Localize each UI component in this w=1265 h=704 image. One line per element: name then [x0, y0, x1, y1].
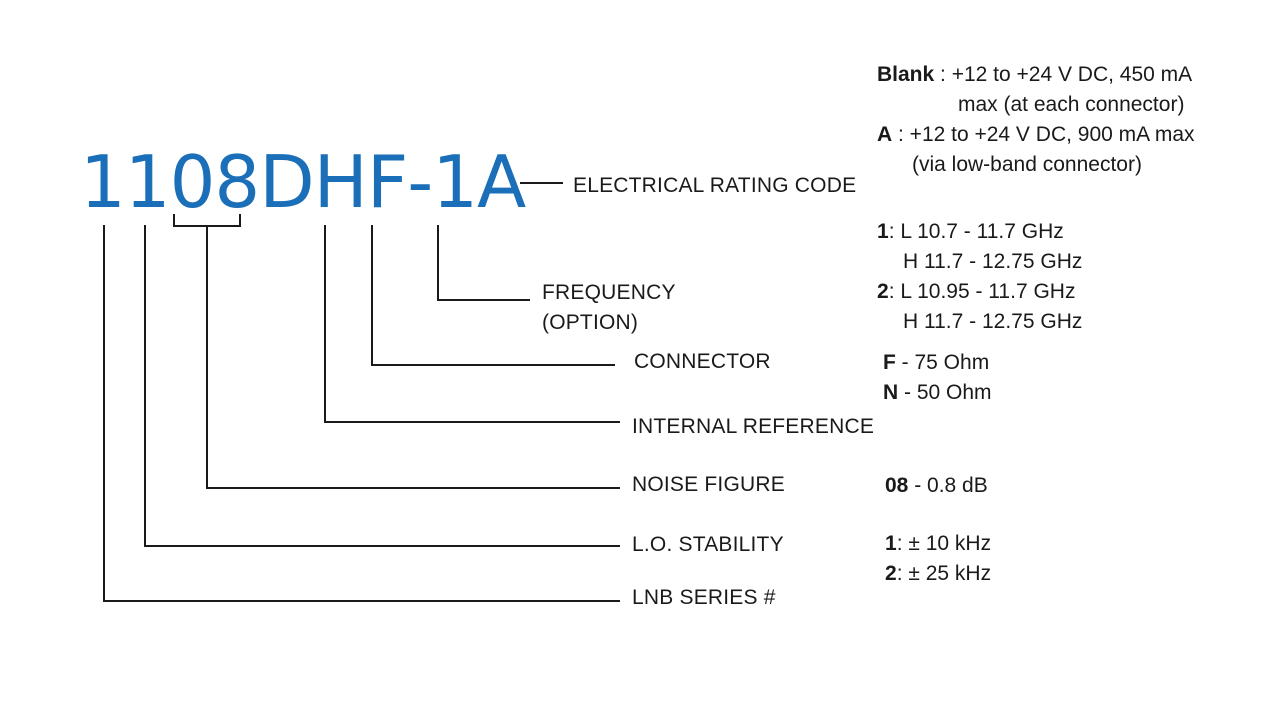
frequency-opt2-code: 2	[877, 280, 889, 303]
label-electrical-rating-code: ELECTRICAL RATING CODE	[573, 174, 857, 197]
frequency-opt1-line1: : L 10.7 - 11.7 GHz	[888, 220, 1064, 243]
line-lnb-series	[103, 225, 620, 602]
part-number: 1108DHF-1A	[80, 140, 526, 224]
lo-stability-opt1-text: : ± 10 kHz	[896, 532, 992, 555]
line-frequency	[437, 225, 530, 301]
line-noise-figure	[206, 226, 620, 489]
label-lnb-series: LNB SERIES #	[632, 586, 776, 609]
label-frequency-line2: (OPTION)	[542, 311, 639, 334]
frequency-opt1-line2: H 11.7 - 12.75 GHz	[903, 250, 1083, 273]
electrical-blank-line1: : +12 to +24 V DC, 450 mA	[934, 63, 1193, 86]
label-internal-reference: INTERNAL REFERENCE	[632, 415, 875, 438]
line-internal-reference	[324, 225, 620, 423]
electrical-a-code: A	[877, 123, 893, 146]
electrical-a-line1: : +12 to +24 V DC, 900 mA max	[892, 123, 1195, 146]
connector-f-text: - 75 Ohm	[895, 351, 990, 374]
label-connector: CONNECTOR	[634, 350, 771, 373]
label-frequency: FREQUENCY (OPTION)	[542, 278, 676, 338]
connector-n-text: - 50 Ohm	[898, 381, 992, 404]
frequency-opt1-code: 1	[877, 220, 889, 243]
connector-f-code: F	[883, 351, 896, 374]
electrical-a-line2: (via low-band connector)	[912, 153, 1142, 176]
electrical-blank-line2: max (at each connector)	[958, 93, 1185, 116]
frequency-opt2-line2: H 11.7 - 12.75 GHz	[903, 310, 1083, 333]
frequency-opt2-line1: : L 10.95 - 11.7 GHz	[888, 280, 1076, 303]
line-connector	[371, 225, 615, 366]
label-lo-stability: L.O. STABILITY	[632, 533, 784, 556]
lo-stability-opt1-code: 1	[885, 532, 897, 555]
lo-stability-opt2-code: 2	[885, 562, 897, 585]
connector-n-code: N	[883, 381, 899, 404]
options-lo-stability: 1: ± 10 kHz 2: ± 25 kHz	[885, 529, 991, 589]
noise-figure-text: - 0.8 dB	[908, 474, 988, 497]
electrical-blank-code: Blank	[877, 63, 935, 86]
options-electrical-rating: Blank : +12 to +24 V DC, 450 mA max (at …	[877, 60, 1195, 180]
line-lo-stability	[144, 225, 620, 547]
noise-figure-code: 08	[885, 474, 909, 497]
label-noise-figure: NOISE FIGURE	[632, 473, 785, 496]
options-connector: F - 75 Ohm N - 50 Ohm	[883, 348, 992, 408]
lo-stability-opt2-text: : ± 25 kHz	[896, 562, 992, 585]
options-noise-figure: 08 - 0.8 dB	[885, 471, 988, 501]
options-frequency: 1: L 10.7 - 11.7 GHz H 11.7 - 12.75 GHz …	[877, 217, 1082, 337]
label-frequency-line1: FREQUENCY	[542, 281, 676, 304]
